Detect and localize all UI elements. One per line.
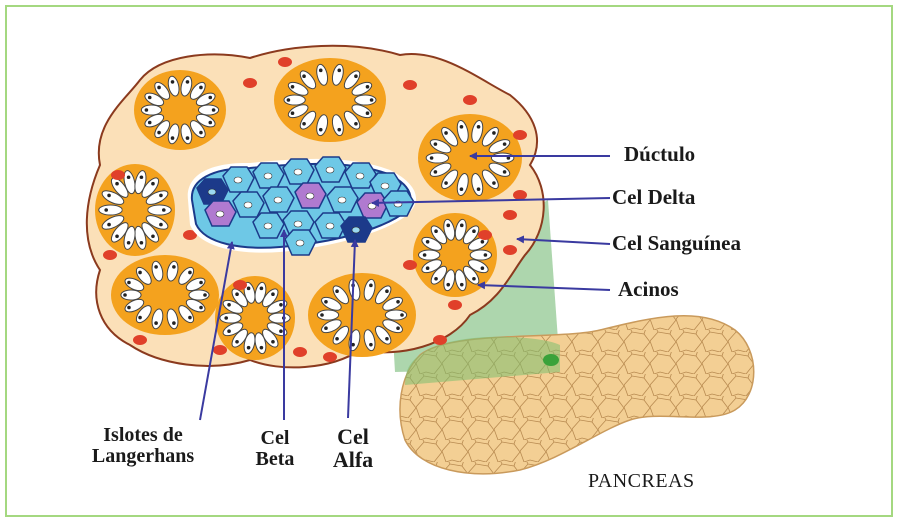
- blood-cell: [111, 170, 125, 180]
- blood-cell: [513, 130, 527, 140]
- blood-cell: [403, 80, 417, 90]
- acinus: [308, 273, 416, 357]
- acinar-cell: [491, 153, 513, 163]
- label-alfa-line1: Cel: [318, 425, 388, 448]
- label-pancreas: PANCREAS: [588, 470, 695, 493]
- label-ductulo: Dúctulo: [624, 143, 695, 165]
- label-islotes-line2: Langerhans: [58, 446, 228, 467]
- acinus: [111, 255, 219, 335]
- blood-cell: [323, 352, 337, 362]
- acinar-cell: [269, 313, 290, 323]
- acinus-lumen: [312, 92, 348, 107]
- blood-cell: [478, 230, 492, 240]
- acinus-lumen: [442, 247, 469, 262]
- blood-cell: [503, 210, 517, 220]
- acinus: [134, 70, 226, 150]
- blood-cell: [463, 95, 477, 105]
- blood-cell: [513, 190, 527, 200]
- label-cel-sanguinea: Cel Sanguínea: [612, 232, 741, 254]
- label-cel-beta: Cel Beta: [240, 428, 310, 470]
- label-alfa-line2: Alfa: [318, 448, 388, 471]
- blood-cell: [278, 57, 292, 67]
- blood-cell: [243, 78, 257, 88]
- acinar-cell: [99, 205, 123, 215]
- blood-cell: [448, 300, 462, 310]
- acinus-lumen: [148, 288, 183, 302]
- acinus-lumen: [345, 307, 380, 322]
- acinus-lumen: [165, 103, 194, 117]
- acinar-cell: [426, 153, 448, 163]
- acinus: [95, 164, 175, 256]
- acinar-cell: [198, 105, 218, 115]
- acinus-lumen: [122, 202, 147, 219]
- blood-cell: [213, 345, 227, 355]
- acinar-cell: [419, 250, 440, 260]
- blood-cell: [103, 250, 117, 260]
- blood-cell: [133, 335, 147, 345]
- label-acinos: Acinos: [618, 278, 679, 300]
- label-islotes: Islotes de Langerhans: [58, 425, 228, 467]
- acinus: [418, 114, 522, 202]
- blood-cell: [403, 260, 417, 270]
- label-islotes-line1: Islotes de: [58, 425, 228, 446]
- label-beta-line2: Beta: [240, 449, 310, 470]
- acinus-lumen: [242, 310, 267, 325]
- acinus: [274, 58, 386, 142]
- blood-cell: [503, 245, 517, 255]
- acinar-cell: [141, 105, 161, 115]
- acinus-lumen: [453, 150, 487, 166]
- label-beta-line1: Cel: [240, 428, 310, 449]
- label-cel-delta: Cel Delta: [612, 186, 695, 208]
- blood-cell: [233, 280, 247, 290]
- acinar-cell: [220, 313, 241, 323]
- label-cel-alfa: Cel Alfa: [318, 425, 388, 471]
- acinar-cell: [148, 205, 172, 215]
- blood-cell: [433, 335, 447, 345]
- blood-cell: [293, 347, 307, 357]
- acinar-cell: [470, 250, 491, 260]
